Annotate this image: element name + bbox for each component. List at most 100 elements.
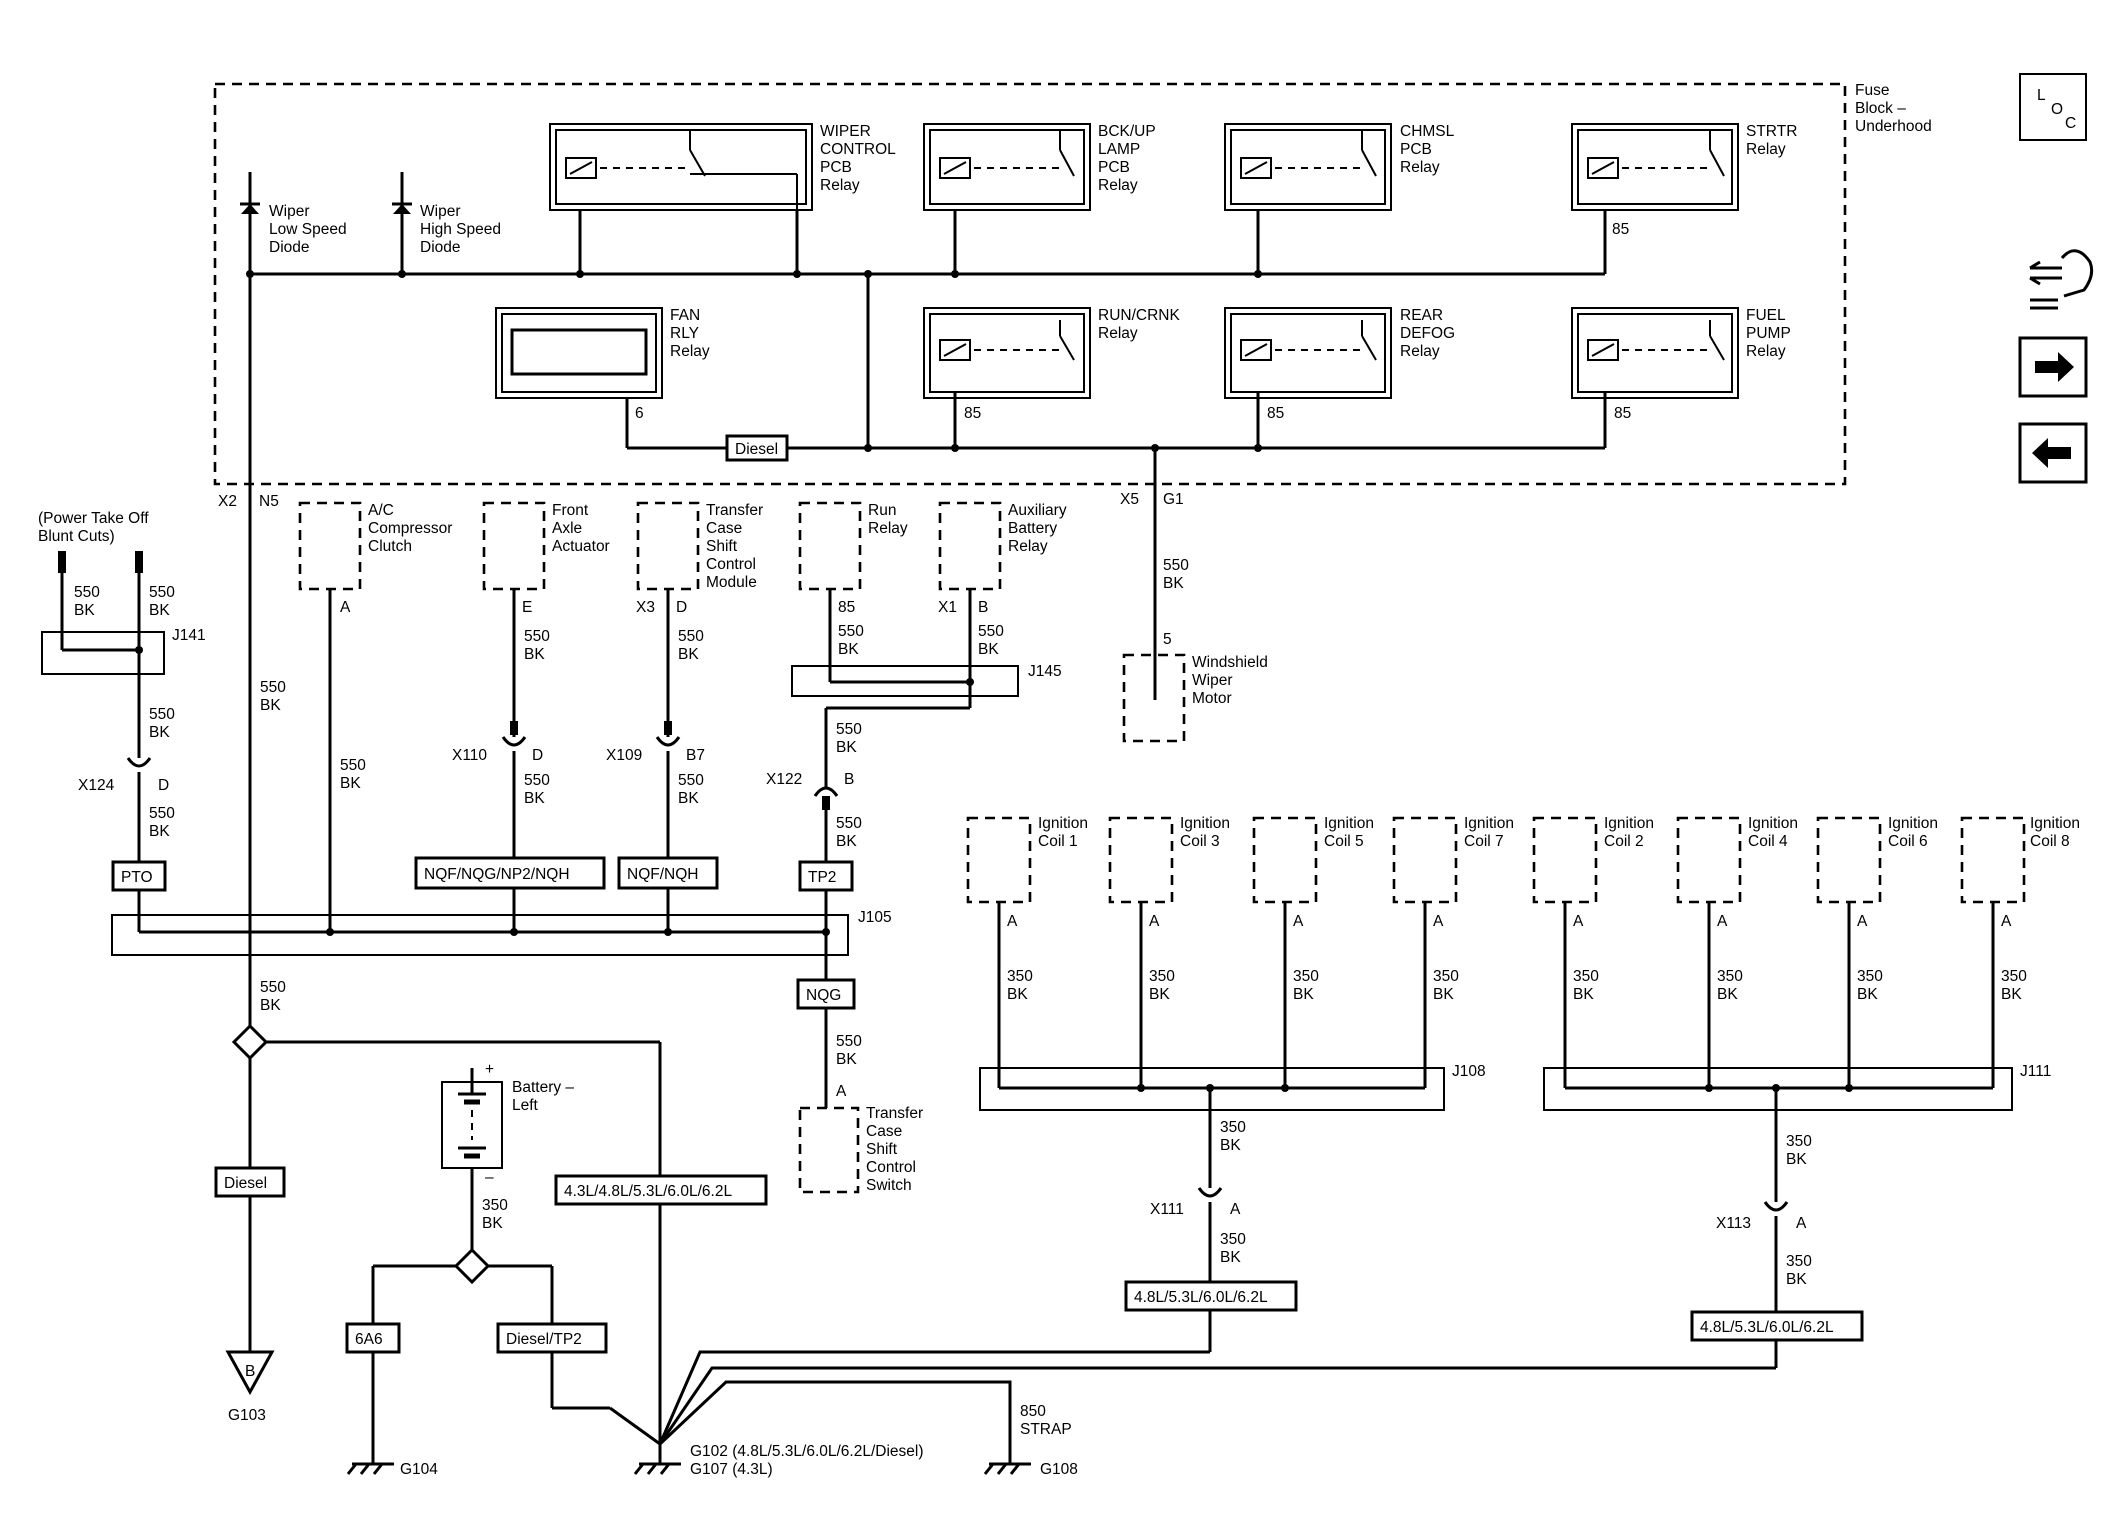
wire-bk-j145: BK — [836, 739, 857, 756]
wire-bk-ac: BK — [340, 775, 361, 792]
wire-bk-j141: BK — [149, 724, 170, 741]
relay-fan-label-2: RLY — [670, 325, 699, 342]
pin-d-x124: D — [158, 777, 169, 794]
loc-letter-o: O — [2051, 101, 2063, 118]
relay-fuelpump-label-3: Relay — [1746, 343, 1786, 360]
wire-bk-x113: BK — [1786, 1271, 1807, 1288]
ground-g108-label: G108 — [1040, 1461, 1078, 1478]
loc-letter-c: C — [2065, 115, 2076, 132]
transfer-module-label-5: Module — [706, 574, 757, 591]
wire-350-coil-3: 350 — [1149, 968, 1175, 985]
wire-bk-x122: BK — [836, 833, 857, 850]
coil-5-label-2: Coil 5 — [1324, 833, 1364, 850]
option-pto: PTO — [111, 860, 167, 932]
relay-bckup-label-4: Relay — [1098, 177, 1138, 194]
nav-next-button[interactable] — [2018, 336, 2088, 398]
aux-relay-label-3: Relay — [1008, 538, 1048, 555]
diode-low-label-2: Low Speed — [269, 221, 347, 238]
coil-5-label-1: Ignition — [1324, 815, 1374, 832]
relay-rear-defog: REAR DEFOG Relay 85 — [1224, 307, 1455, 422]
wire-550-transfer-module: 550 — [678, 628, 704, 645]
coil-2-label-2: Coil 2 — [1604, 833, 1644, 850]
relay-run-crnk: RUN/CRNK Relay 85 — [923, 307, 1180, 422]
relay-wiper-label-4: Relay — [820, 177, 860, 194]
battery-minus: – — [485, 1169, 494, 1186]
transfer-switch-label-1: Transfer — [866, 1105, 923, 1122]
pin-b-x122: B — [844, 771, 854, 788]
wire-bk-x111: BK — [1220, 1249, 1241, 1266]
option-tp2: TP2 — [798, 860, 854, 980]
wire-550-nqg: 550 — [836, 1033, 862, 1050]
relay-wiper-label-2: CONTROL — [820, 141, 896, 158]
nav-loc-button[interactable]: L O C — [2019, 73, 2087, 141]
connector-x122: X122 B 550 BK — [766, 771, 862, 862]
relay-chmsl-label-3: Relay — [1400, 159, 1440, 176]
wire-550-pto-a: 550 — [74, 584, 100, 601]
fuse-block-underhood: Fuse Block – Underhood — [213, 82, 1932, 486]
connector-x110-label: X110 — [452, 747, 487, 764]
wire-850-strap: 850 — [1020, 1403, 1046, 1420]
wire-bk-coil-1: BK — [1007, 986, 1028, 1003]
wire-bk-nqg: BK — [836, 1051, 857, 1068]
nav-back-button[interactable] — [2018, 422, 2088, 484]
aux-relay-label-2: Battery — [1008, 520, 1057, 537]
fuse-block-label-3: Underhood — [1855, 118, 1932, 135]
wiper-high-speed-diode: Wiper High Speed Diode — [392, 172, 501, 256]
fuse-block-label-1: Fuse — [1855, 82, 1889, 99]
relay-reardefog-label-2: DEFOG — [1400, 325, 1455, 342]
pin-a-coil-4: A — [1717, 913, 1728, 930]
wire-bk-coil-7: BK — [1433, 986, 1454, 1003]
ground-g104-label: G104 — [400, 1461, 438, 1478]
option-6a6: 6A6 — [345, 1322, 401, 1452]
wire-550-j141: 550 — [149, 706, 175, 723]
wire-bk-j111: BK — [1786, 1151, 1807, 1168]
wire-550-j145: 550 — [836, 721, 862, 738]
transfer-module-label-3: Shift — [706, 538, 738, 555]
coil-1-label-1: Ignition — [1038, 815, 1088, 832]
wiper-motor-label-3: Motor — [1192, 690, 1232, 707]
pin-b7-x109: B7 — [686, 747, 705, 764]
relay-fan: FAN RLY Relay 6 — [495, 307, 710, 422]
pin-a-coil-2: A — [1573, 913, 1584, 930]
pin-85-run-relay: 85 — [838, 599, 855, 616]
wire-550-x2: 550 — [260, 679, 286, 696]
wiper-motor-label-2: Wiper — [1192, 672, 1232, 689]
coil-3-label-1: Ignition — [1180, 815, 1230, 832]
pto-cuts-label-2: Blunt Cuts) — [38, 528, 115, 545]
relay-bckup-label-2: LAMP — [1098, 141, 1140, 158]
splice-j105: J105 — [111, 909, 892, 956]
ground-g107-label: G107 (4.3L) — [690, 1461, 773, 1478]
pin-85-runcrnk: 85 — [964, 405, 981, 422]
relay-strtr-label-1: STRTR — [1746, 123, 1797, 140]
wiper-low-speed-diode: Wiper Low Speed Diode — [240, 172, 347, 256]
relay-fuelpump-label-2: PUMP — [1746, 325, 1791, 342]
wire-bk-transfer-module: BK — [678, 646, 699, 663]
coil-8-label-2: Coil 8 — [2030, 833, 2070, 850]
option-nqg-label: NQG — [806, 987, 841, 1004]
diode-low-label-3: Diode — [269, 239, 310, 256]
option-nqg: NQG 550 BK A — [796, 978, 862, 1108]
wire-bk-battery: BK — [482, 1215, 503, 1232]
pin-d-transfer-module: D — [676, 599, 687, 616]
ac-label-1: A/C — [368, 502, 394, 519]
wire-strap-label: STRAP — [1020, 1421, 1072, 1438]
ground-g103-path: Diesel B G103 — [214, 1023, 660, 1424]
pin-x3: X3 — [636, 599, 655, 616]
diode-low-label-1: Wiper — [269, 203, 309, 220]
option-engines-v8-left-label: 4.8L/5.3L/6.0L/6.2L — [1134, 1289, 1268, 1306]
wiper-motor-label-1: Windshield — [1192, 654, 1268, 671]
option-diesel-label: Diesel — [735, 441, 778, 458]
relay-fuelpump-label-1: FUEL — [1746, 307, 1786, 324]
run-relay-label-2: Relay — [868, 520, 908, 537]
wire-550-x124: 550 — [149, 805, 175, 822]
coil-6-label-1: Ignition — [1888, 815, 1938, 832]
windshield-wiper-motor: Windshield Wiper Motor X5 G1 550 BK 5 — [1120, 491, 1268, 743]
option-nqf-nqh-label: NQF/NQH — [627, 866, 698, 883]
diode-high-label-3: Diode — [420, 239, 461, 256]
connector-end-view-icon[interactable] — [2029, 249, 2094, 310]
wire-bk-coil-5: BK — [1293, 986, 1314, 1003]
connector-x113-label: X113 — [1716, 1215, 1751, 1232]
relay-wiper-label-3: PCB — [820, 159, 852, 176]
connector-x113: X113 A 350 BK 4.8L/5.3L/6.0L/6.2L — [1690, 1201, 1864, 1368]
